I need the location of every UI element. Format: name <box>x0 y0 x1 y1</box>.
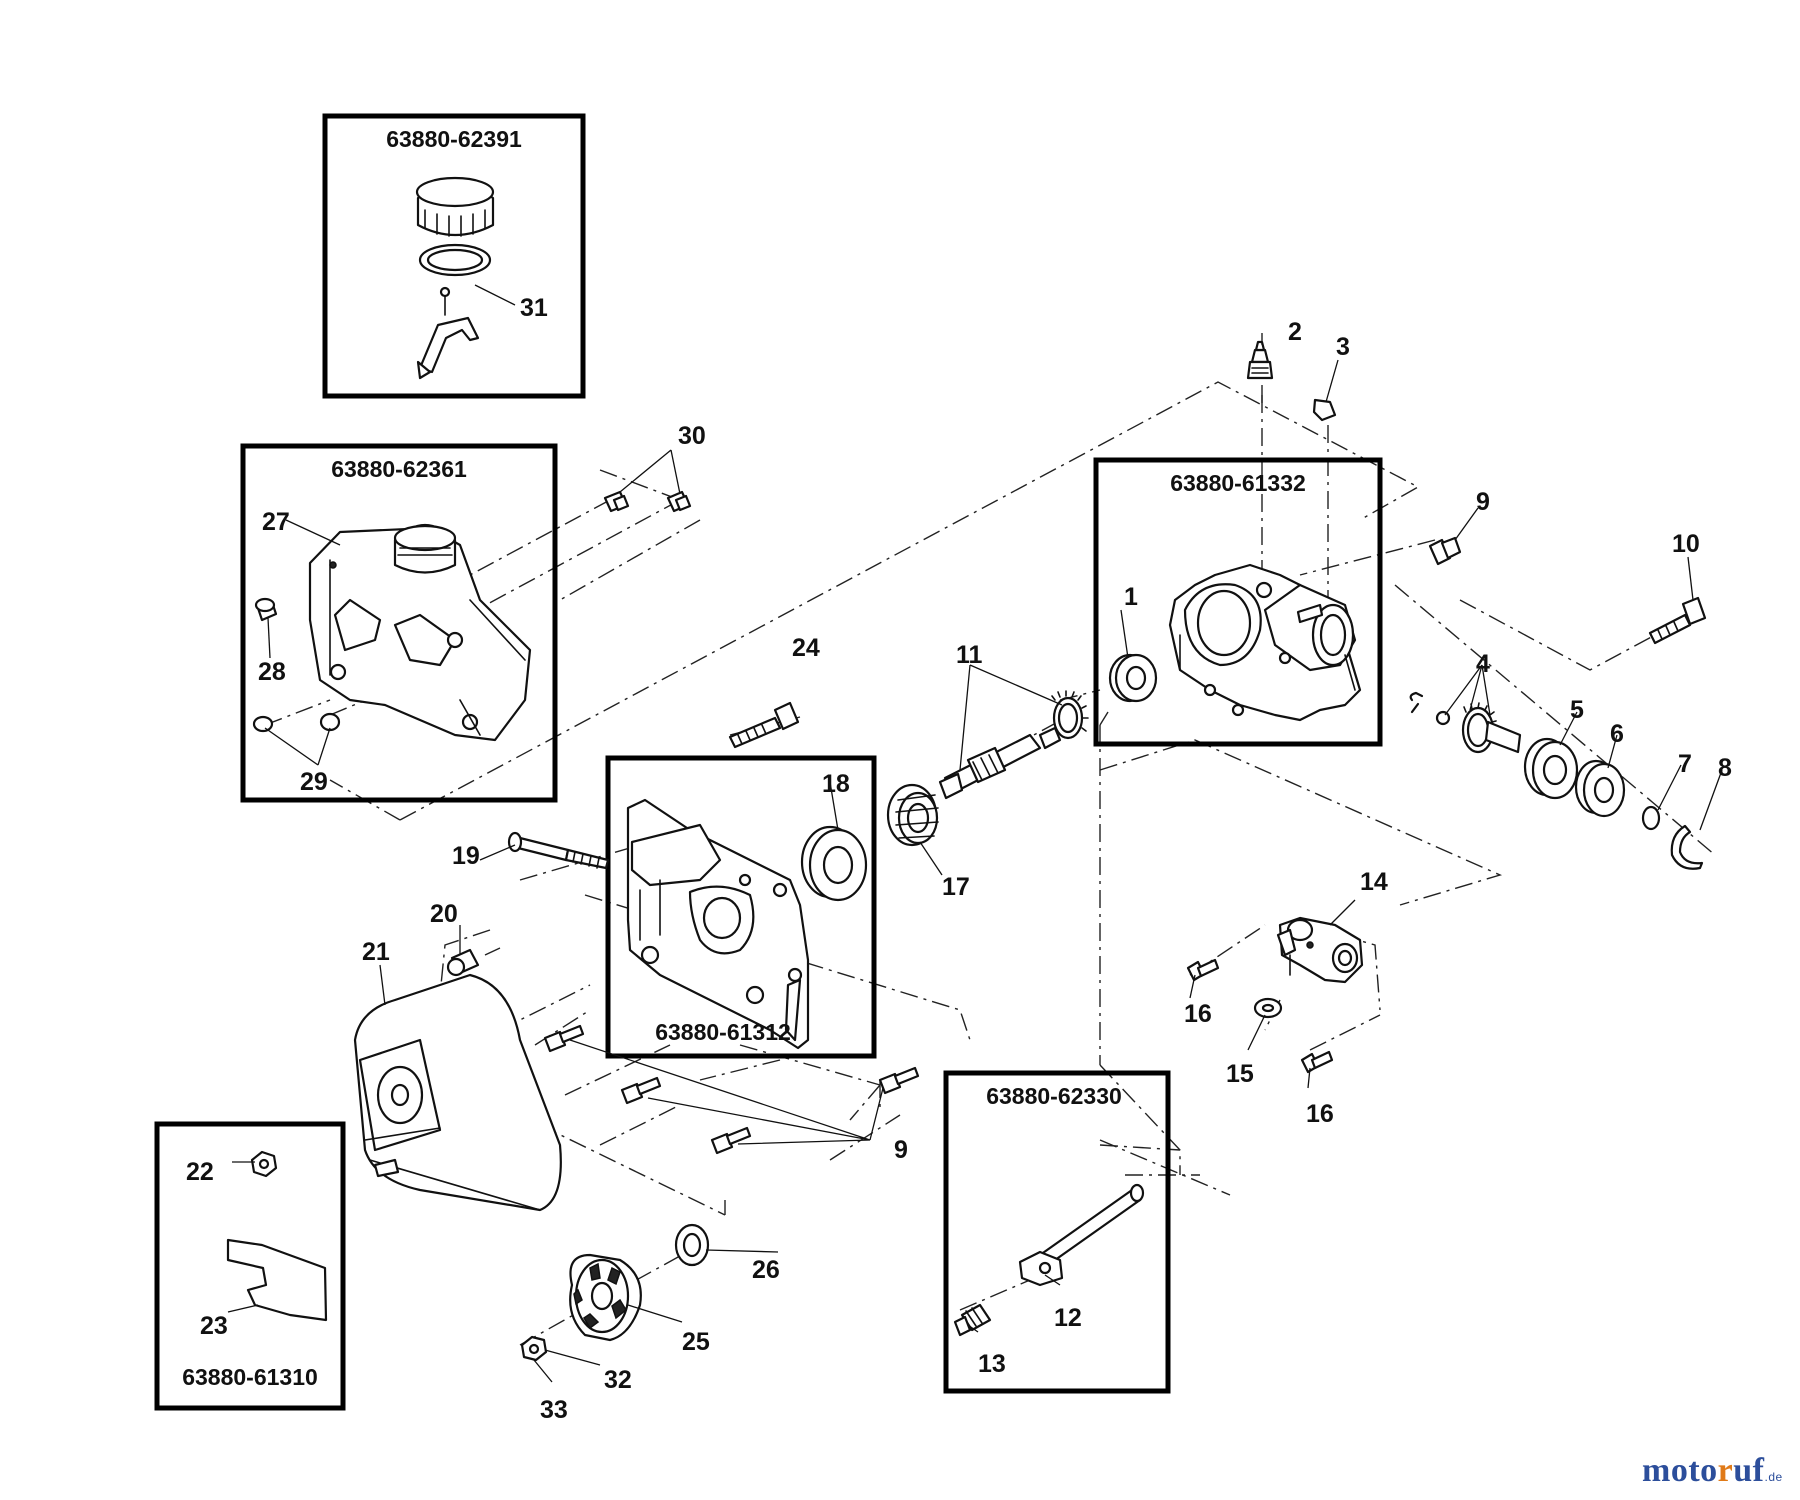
callout-2: 2 <box>1288 318 1302 346</box>
bearing-18 <box>800 825 868 902</box>
bar-plate-61312 <box>626 798 810 1050</box>
fuel-cap-assembly <box>415 176 495 380</box>
callout-18: 18 <box>822 770 850 798</box>
callout-numbers: 1 2 3 4 5 6 7 8 9 9 10 11 12 13 14 15 16… <box>186 294 1732 1424</box>
callout-25: 25 <box>682 1328 710 1356</box>
callout-7: 7 <box>1678 750 1692 778</box>
callout-13: 13 <box>978 1350 1006 1378</box>
bolt-9-right <box>1428 536 1462 566</box>
worm-gear-17 <box>886 783 939 847</box>
callout-32: 32 <box>604 1366 632 1394</box>
side-cover-21 <box>353 973 562 1212</box>
callout-29: 29 <box>300 768 328 796</box>
callout-15: 15 <box>1226 1060 1254 1088</box>
callout-24: 24 <box>792 634 820 662</box>
callout-12: 12 <box>1054 1304 1082 1332</box>
oil-pump-14 <box>1276 916 1364 984</box>
callout-17: 17 <box>942 873 970 901</box>
motoruf-watermark: motoruf.de <box>1642 1452 1783 1490</box>
ring-7 <box>1641 805 1661 831</box>
bolt-10 <box>1648 596 1707 645</box>
callout-9-right: 9 <box>1476 488 1490 516</box>
kit-code-labels: 63880-62391 63880-62361 63880-61332 6388… <box>182 126 1306 1390</box>
bearing-6 <box>1574 759 1626 818</box>
watermark-part2: r <box>1717 1452 1734 1489</box>
kit-frame-oil-tank <box>240 443 558 803</box>
sprocket-assembly <box>520 1223 710 1362</box>
washer-15 <box>1253 997 1283 1019</box>
watermark-part3: uf <box>1733 1452 1765 1489</box>
callout-6: 6 <box>1610 720 1624 748</box>
screw-16-top <box>1186 958 1220 982</box>
callout-9-bottom: 9 <box>894 1136 908 1164</box>
kit-frame-bar-plate <box>605 755 877 1059</box>
circlip-8 <box>1670 824 1704 870</box>
callout-3: 3 <box>1336 333 1350 361</box>
callout-33: 33 <box>540 1396 568 1424</box>
screws-30 <box>603 490 692 513</box>
bearing-1 <box>1108 653 1158 703</box>
callout-10: 10 <box>1672 530 1700 558</box>
watermark-part1: moto <box>1642 1452 1718 1489</box>
callout-19: 19 <box>452 842 480 870</box>
callout-31: 31 <box>520 294 548 322</box>
callout-20: 20 <box>430 900 458 928</box>
screws-9 <box>543 1024 920 1155</box>
bolt-24 <box>728 701 800 749</box>
callout-28: 28 <box>258 658 286 686</box>
kit-frame-oil-pipe <box>943 1070 1171 1394</box>
grease-nipple-2 <box>1246 340 1274 380</box>
oil-tank-small-parts <box>252 597 341 733</box>
oil-pipe-12 <box>1018 1183 1145 1287</box>
callout-16-bottom: 16 <box>1306 1100 1334 1128</box>
driven-gear-4 <box>1409 691 1522 754</box>
kit-frame-fuel-cap <box>322 113 586 399</box>
callout-1: 1 <box>1124 583 1138 611</box>
callout-27: 27 <box>262 508 290 536</box>
clip-3 <box>1312 398 1337 422</box>
bearing-5 <box>1523 737 1579 800</box>
drive-shaft-11 <box>938 690 1089 800</box>
screw-16-bottom <box>1300 1050 1334 1074</box>
fitting-13 <box>953 1303 992 1337</box>
gear-housing-61332 <box>1168 563 1362 722</box>
kit-code-61332: 63880-61332 <box>1170 470 1306 496</box>
kit-code-61310: 63880-61310 <box>182 1364 318 1390</box>
callout-11: 11 <box>956 641 983 669</box>
callout-26: 26 <box>752 1256 780 1284</box>
bolt-19 <box>507 831 610 870</box>
kit-code-62330: 63880-62330 <box>986 1083 1122 1109</box>
kit-code-61312: 63880-61312 <box>655 1019 791 1045</box>
callout-21: 21 <box>362 938 390 966</box>
callout-22: 22 <box>186 1158 214 1186</box>
callout-5: 5 <box>1570 696 1584 724</box>
callout-23: 23 <box>200 1312 228 1340</box>
kit-frame-guard-plate <box>154 1121 346 1411</box>
kit-code-62361: 63880-62361 <box>331 456 467 482</box>
guard-plate-parts <box>226 1150 328 1322</box>
oil-tank-body <box>308 524 532 742</box>
nut-20 <box>446 948 480 977</box>
kit-frame-gear-housing <box>1093 457 1383 747</box>
watermark-suffix: .de <box>1764 1470 1783 1484</box>
callout-30: 30 <box>678 422 706 450</box>
callout-8: 8 <box>1718 754 1732 782</box>
leader-lines <box>227 284 1723 1383</box>
kit-frames <box>154 113 1383 1411</box>
kit-code-62391: 63880-62391 <box>386 126 522 152</box>
callout-14: 14 <box>1360 868 1388 896</box>
callout-16-top: 16 <box>1184 1000 1212 1028</box>
callout-4: 4 <box>1476 650 1490 678</box>
